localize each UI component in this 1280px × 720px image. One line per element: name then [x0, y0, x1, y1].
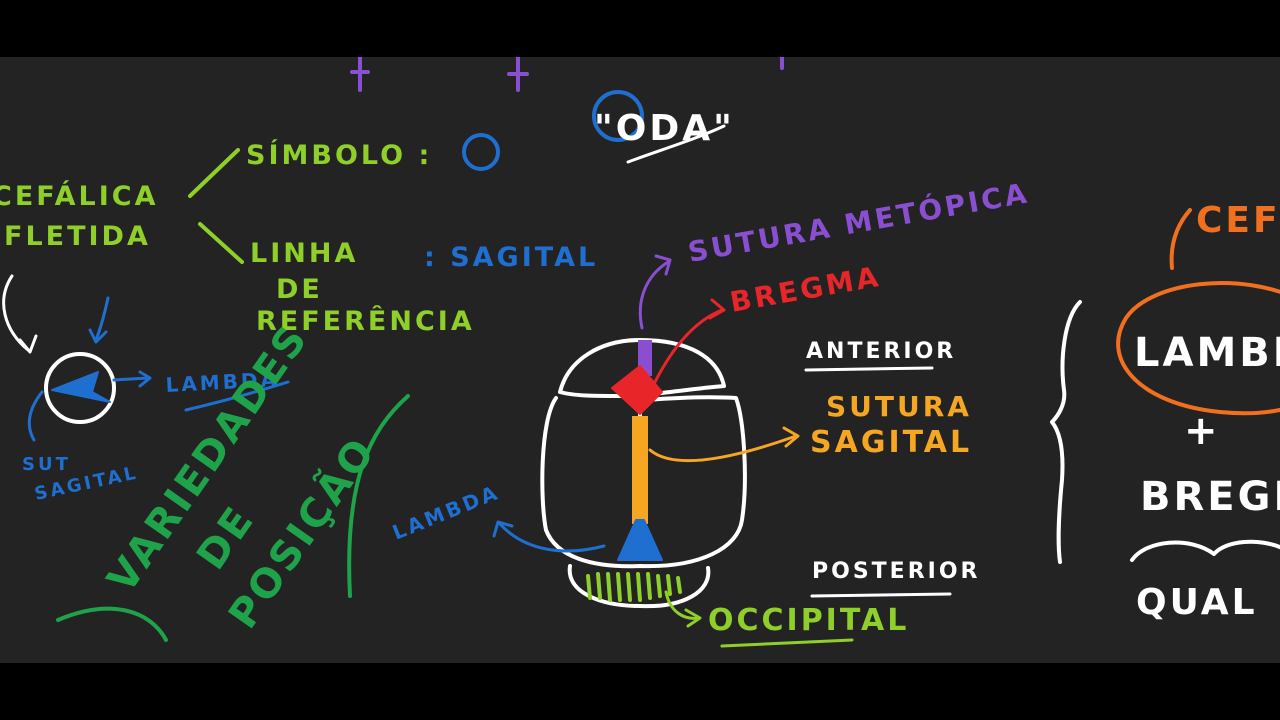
symbol-circle [462, 133, 500, 171]
right-brace [1050, 300, 1082, 564]
sagittal-suture-mark [632, 416, 648, 524]
variedades-arc [347, 394, 410, 598]
occipital-hatch [586, 572, 682, 602]
occipital-underline [720, 638, 854, 648]
varieties-text: VARIEDADES DE POSIÇÃO [99, 316, 385, 637]
lambda-label-left: LAMBDA [165, 367, 280, 397]
bregma-text: BREGMA [727, 260, 883, 319]
bregma-fontanelle [611, 365, 663, 415]
ref-value: : SAGITAL [424, 242, 598, 273]
cef-text: CEF [1196, 200, 1280, 241]
cef-underline [1169, 208, 1192, 270]
sagital-arrow [648, 426, 800, 463]
whiteboard: CEFÁLICA FLETIDA SÍMBOLO : LINHA DE REFE… [0, 57, 1280, 663]
fletida-text: FLETIDA [4, 221, 151, 252]
bregma-right-text: BREGM [1140, 474, 1280, 520]
ref-line2: DE [276, 274, 323, 305]
anterior-underline [804, 366, 934, 372]
oda-underline [626, 124, 726, 164]
ref-line3: REFERÊNCIA [256, 305, 475, 337]
bregma-arrow [652, 298, 726, 386]
drawing-canvas: CEFÁLICA FLETIDA SÍMBOLO : LINHA DE REFE… [0, 57, 1280, 648]
lambda-text: LAMBDA [389, 480, 503, 545]
oda-text: "ODA" [594, 108, 735, 149]
purple-crosses [350, 57, 784, 92]
lambda-fontanelle [617, 519, 663, 561]
sutura-metopica-text: SUTURA METÓPICA [685, 175, 1031, 269]
anterior-text: ANTERIOR [806, 339, 956, 364]
sutura-text: SUTURA [826, 390, 972, 423]
ref-line1: LINHA [250, 238, 358, 269]
occipital-arrow [664, 590, 702, 628]
occipital-text: OCCIPITAL [708, 603, 909, 638]
metopic-arrow [638, 254, 672, 330]
lambda-arrow [492, 520, 606, 553]
posterior-text: POSTERIOR [812, 559, 980, 584]
plus-sign: + [1184, 408, 1221, 454]
qual-text: QUAL [1136, 582, 1258, 623]
branch-lines [188, 148, 244, 264]
oda-circle [592, 90, 644, 142]
variedades-bracket [56, 606, 168, 642]
qual-bracket [1130, 539, 1280, 562]
left-notes: CEFÁLICA FLETIDA SÍMBOLO : LINHA DE REFE… [0, 139, 475, 337]
lambda-ellipse [1116, 281, 1280, 416]
lambda-right-text: LAMBD [1134, 330, 1280, 376]
sut-line1: SUT [22, 454, 71, 475]
cefalica-text: CEFÁLICA [0, 180, 158, 212]
symbol-label: SÍMBOLO : [246, 139, 432, 171]
small-head-diagram [2, 274, 290, 442]
posterior-underline [810, 592, 952, 598]
sagital-text: SAGITAL [810, 425, 972, 460]
